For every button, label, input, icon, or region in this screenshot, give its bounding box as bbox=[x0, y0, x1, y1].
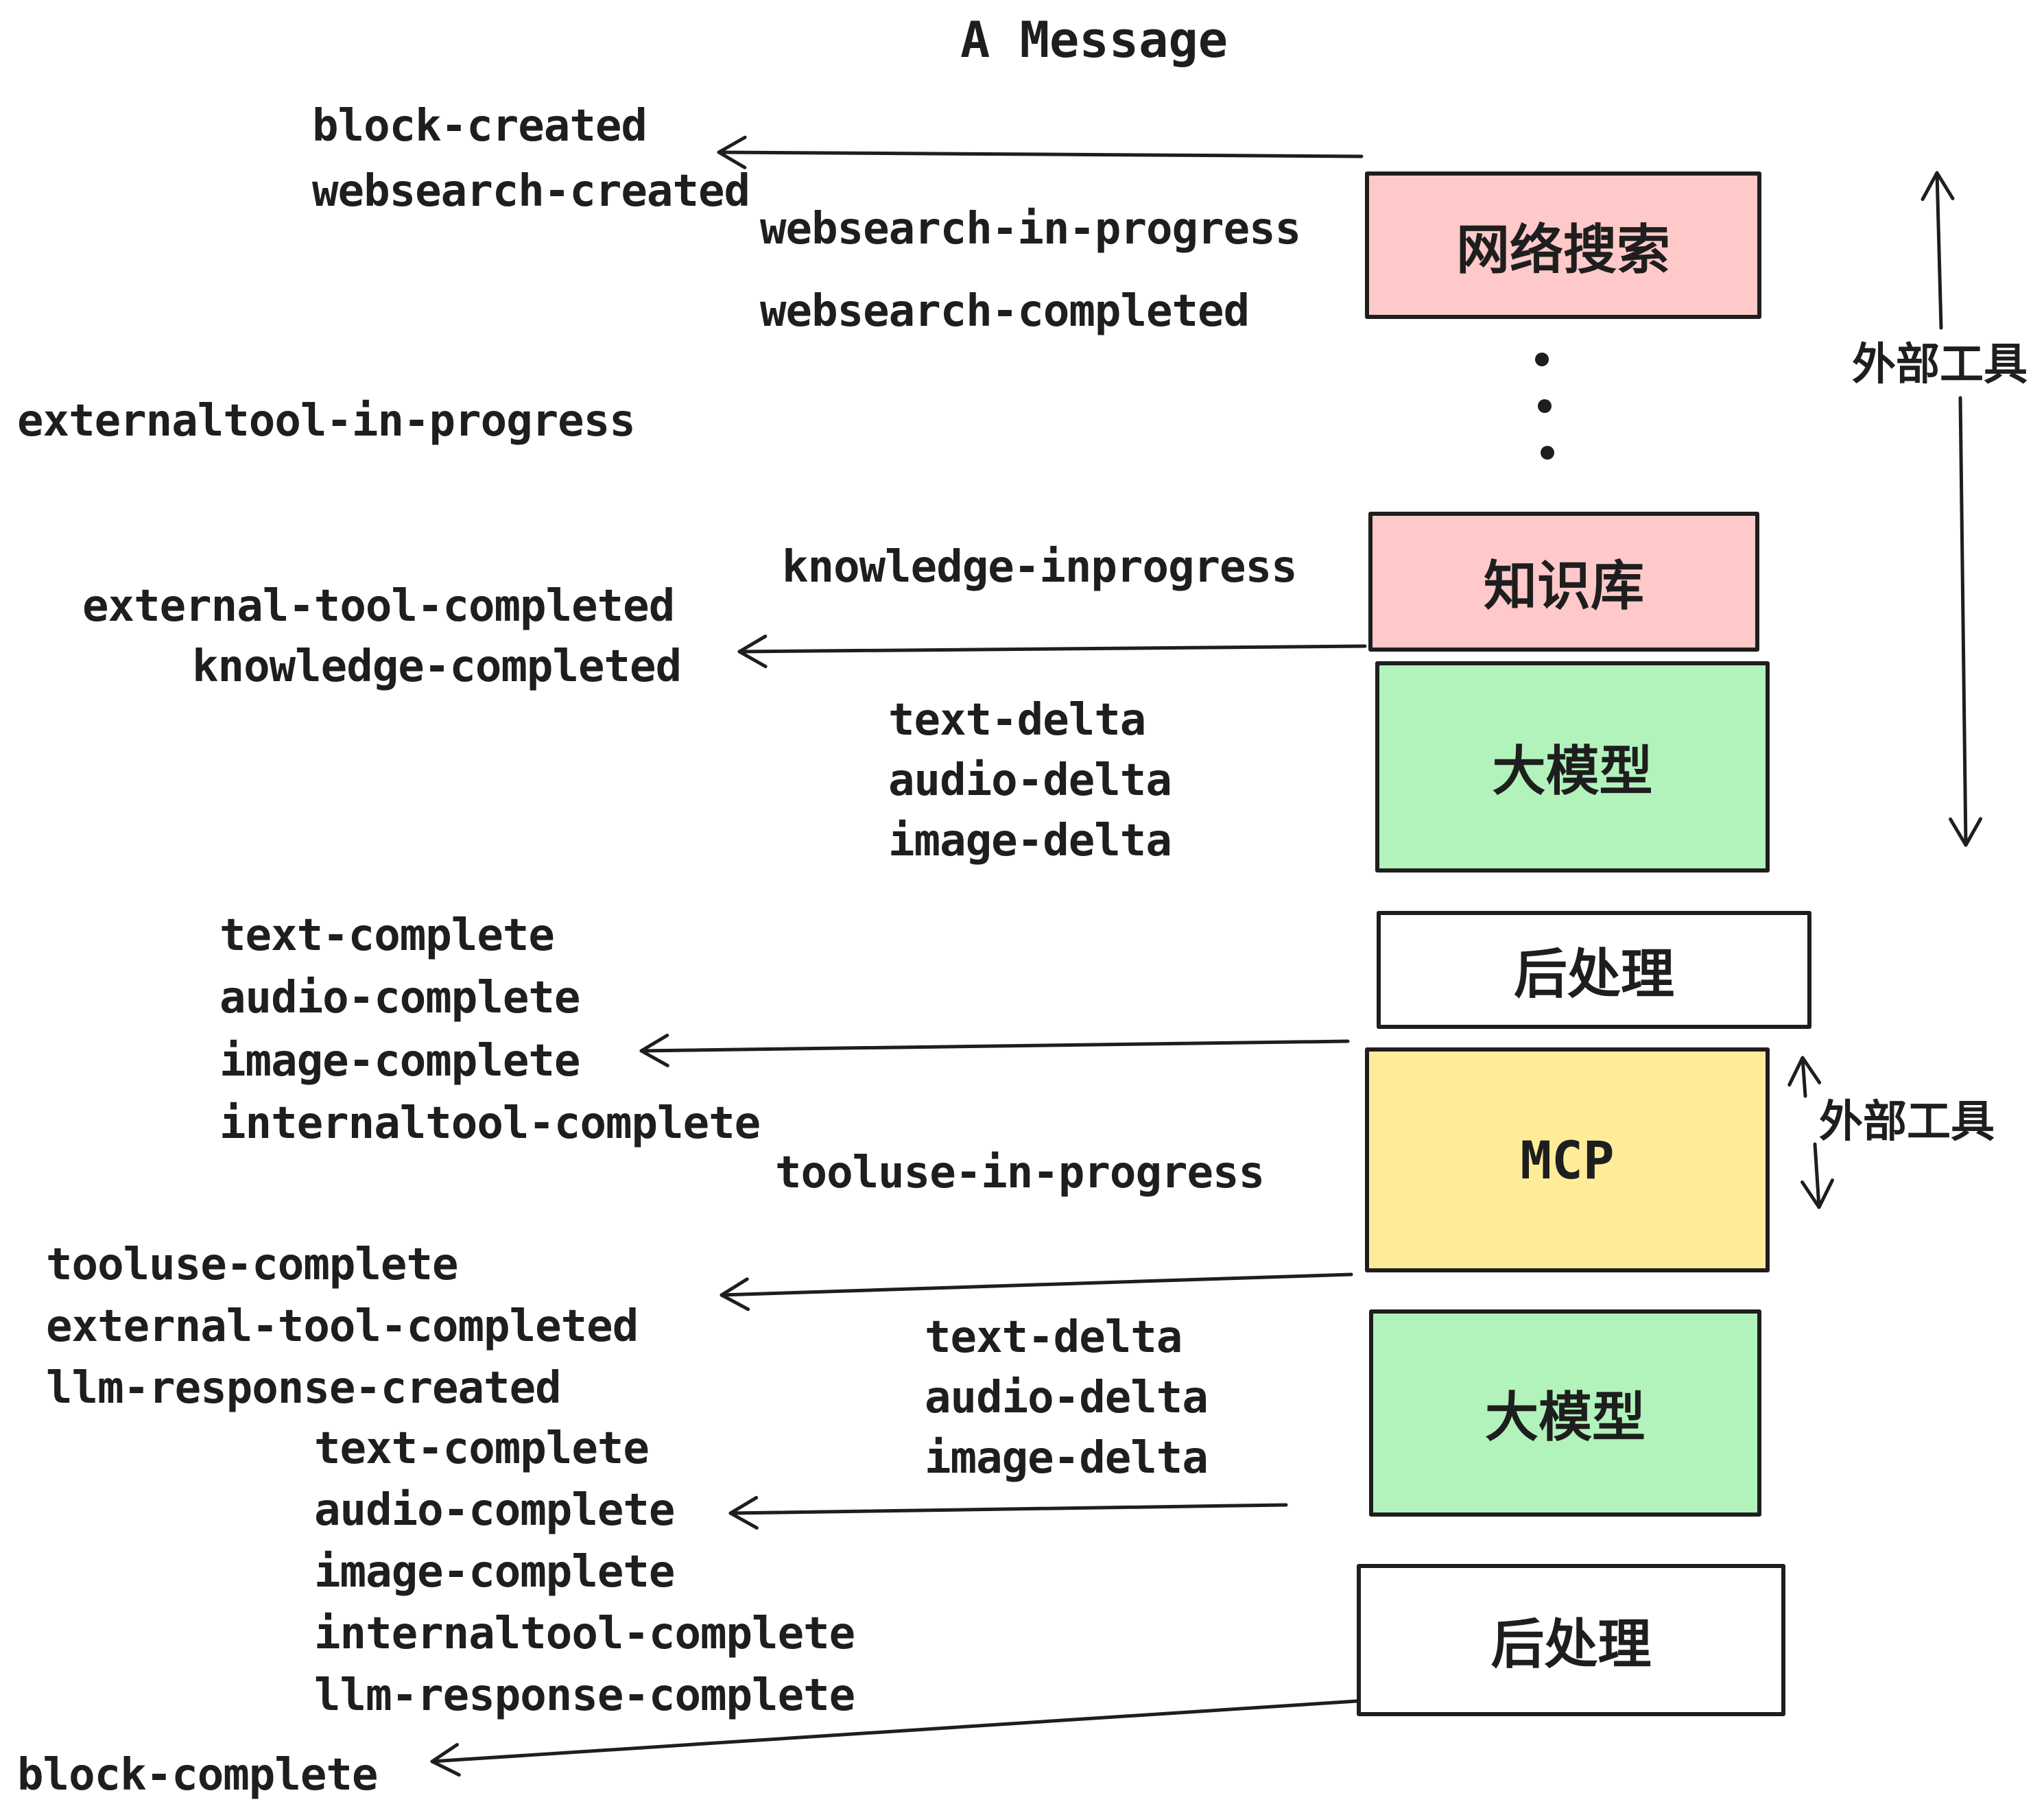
event-label-text-complete-1: text-complete bbox=[219, 910, 555, 961]
event-label-audio-complete-1: audio-complete bbox=[219, 973, 580, 1023]
external-tools-mid-up-arrow-icon bbox=[1787, 1056, 1822, 1098]
event-label-internaltool-complete-1: internaltool-complete bbox=[219, 1098, 761, 1149]
node-mcp: MCP bbox=[1365, 1047, 1770, 1272]
event-label-tooluse-complete: tooluse-complete bbox=[46, 1239, 458, 1290]
node-websearch-label: 网络搜索 bbox=[1455, 219, 1670, 281]
node-llm-2: 大模型 bbox=[1369, 1309, 1761, 1517]
node-post-process-1: 后处理 bbox=[1377, 911, 1811, 1029]
event-label-text-delta-2: text-delta bbox=[925, 1312, 1183, 1363]
external-tools-top-up-arrow-icon bbox=[1921, 171, 1955, 330]
node-websearch: 网络搜索 bbox=[1365, 171, 1761, 319]
event-label-image-delta-1: image-delta bbox=[888, 816, 1172, 866]
external-tools-label-mid: 外部工具 bbox=[1819, 1097, 1995, 1148]
event-label-image-complete-1: image-complete bbox=[219, 1036, 580, 1087]
event-label-llm-response-complete: llm-response-complete bbox=[314, 1670, 855, 1721]
event-label-websearch-completed: websearch-completed bbox=[760, 286, 1250, 337]
event-label-knowledge-inprogress: knowledge-inprogress bbox=[782, 542, 1298, 593]
event-label-llm-response-created: llm-response-created bbox=[46, 1363, 562, 1414]
event-label-internaltool-complete-2: internaltool-complete bbox=[314, 1609, 855, 1659]
event-label-tooluse-in-progress: tooluse-in-progress bbox=[775, 1148, 1265, 1198]
event-label-knowledge-completed: knowledge-completed bbox=[192, 641, 682, 692]
event-label-websearch-created: websearch-created bbox=[312, 166, 750, 217]
event-label-image-delta-2: image-delta bbox=[925, 1433, 1209, 1484]
page-title: A Message bbox=[960, 11, 1228, 69]
arrow-llm-to-audio-complete-icon bbox=[728, 1495, 1288, 1530]
node-post-process-2: 后处理 bbox=[1357, 1564, 1785, 1716]
external-tools-mid-down-arrow-icon bbox=[1801, 1142, 1834, 1209]
event-label-external-tool-completed-1: external-tool-completed bbox=[82, 581, 675, 632]
node-llm-2-label: 大模型 bbox=[1484, 1387, 1645, 1449]
node-mcp-label: MCP bbox=[1520, 1129, 1615, 1191]
arrow-websearch-to-block-created-icon bbox=[717, 135, 1364, 169]
event-label-externaltool-in-progress: externaltool-in-progress bbox=[17, 396, 636, 447]
arrow-mcp-to-tooluse-complete-icon bbox=[720, 1272, 1353, 1312]
event-label-audio-delta-2: audio-delta bbox=[925, 1373, 1209, 1423]
event-label-external-tool-completed-2: external-tool-completed bbox=[46, 1301, 639, 1352]
event-label-text-complete-2: text-complete bbox=[314, 1423, 650, 1474]
external-tools-label-top: 外部工具 bbox=[1852, 340, 2028, 390]
ellipsis-dots-icon bbox=[1535, 353, 1554, 460]
event-label-audio-delta-1: audio-delta bbox=[888, 755, 1172, 806]
node-post-process-1-label: 后处理 bbox=[1513, 944, 1674, 1006]
event-label-audio-complete-2: audio-complete bbox=[314, 1485, 675, 1536]
arrow-knowledge-to-completed-icon bbox=[737, 634, 1367, 669]
event-label-image-complete-2: image-complete bbox=[314, 1547, 675, 1598]
node-knowledge-base: 知识库 bbox=[1368, 512, 1759, 652]
event-label-block-complete: block-complete bbox=[17, 1750, 378, 1801]
event-label-websearch-in-progress: websearch-in-progress bbox=[760, 204, 1301, 254]
node-knowledge-base-label: 知识库 bbox=[1483, 556, 1644, 617]
arrow-postprocess-to-image-complete-icon bbox=[639, 1033, 1350, 1067]
event-label-block-created: block-created bbox=[312, 101, 647, 152]
event-label-text-delta-1: text-delta bbox=[888, 695, 1146, 746]
external-tools-top-down-arrow-icon bbox=[1949, 396, 1983, 847]
node-llm-1: 大模型 bbox=[1375, 661, 1770, 873]
node-llm-1-label: 大模型 bbox=[1492, 741, 1653, 803]
node-post-process-2-label: 后处理 bbox=[1490, 1614, 1652, 1676]
